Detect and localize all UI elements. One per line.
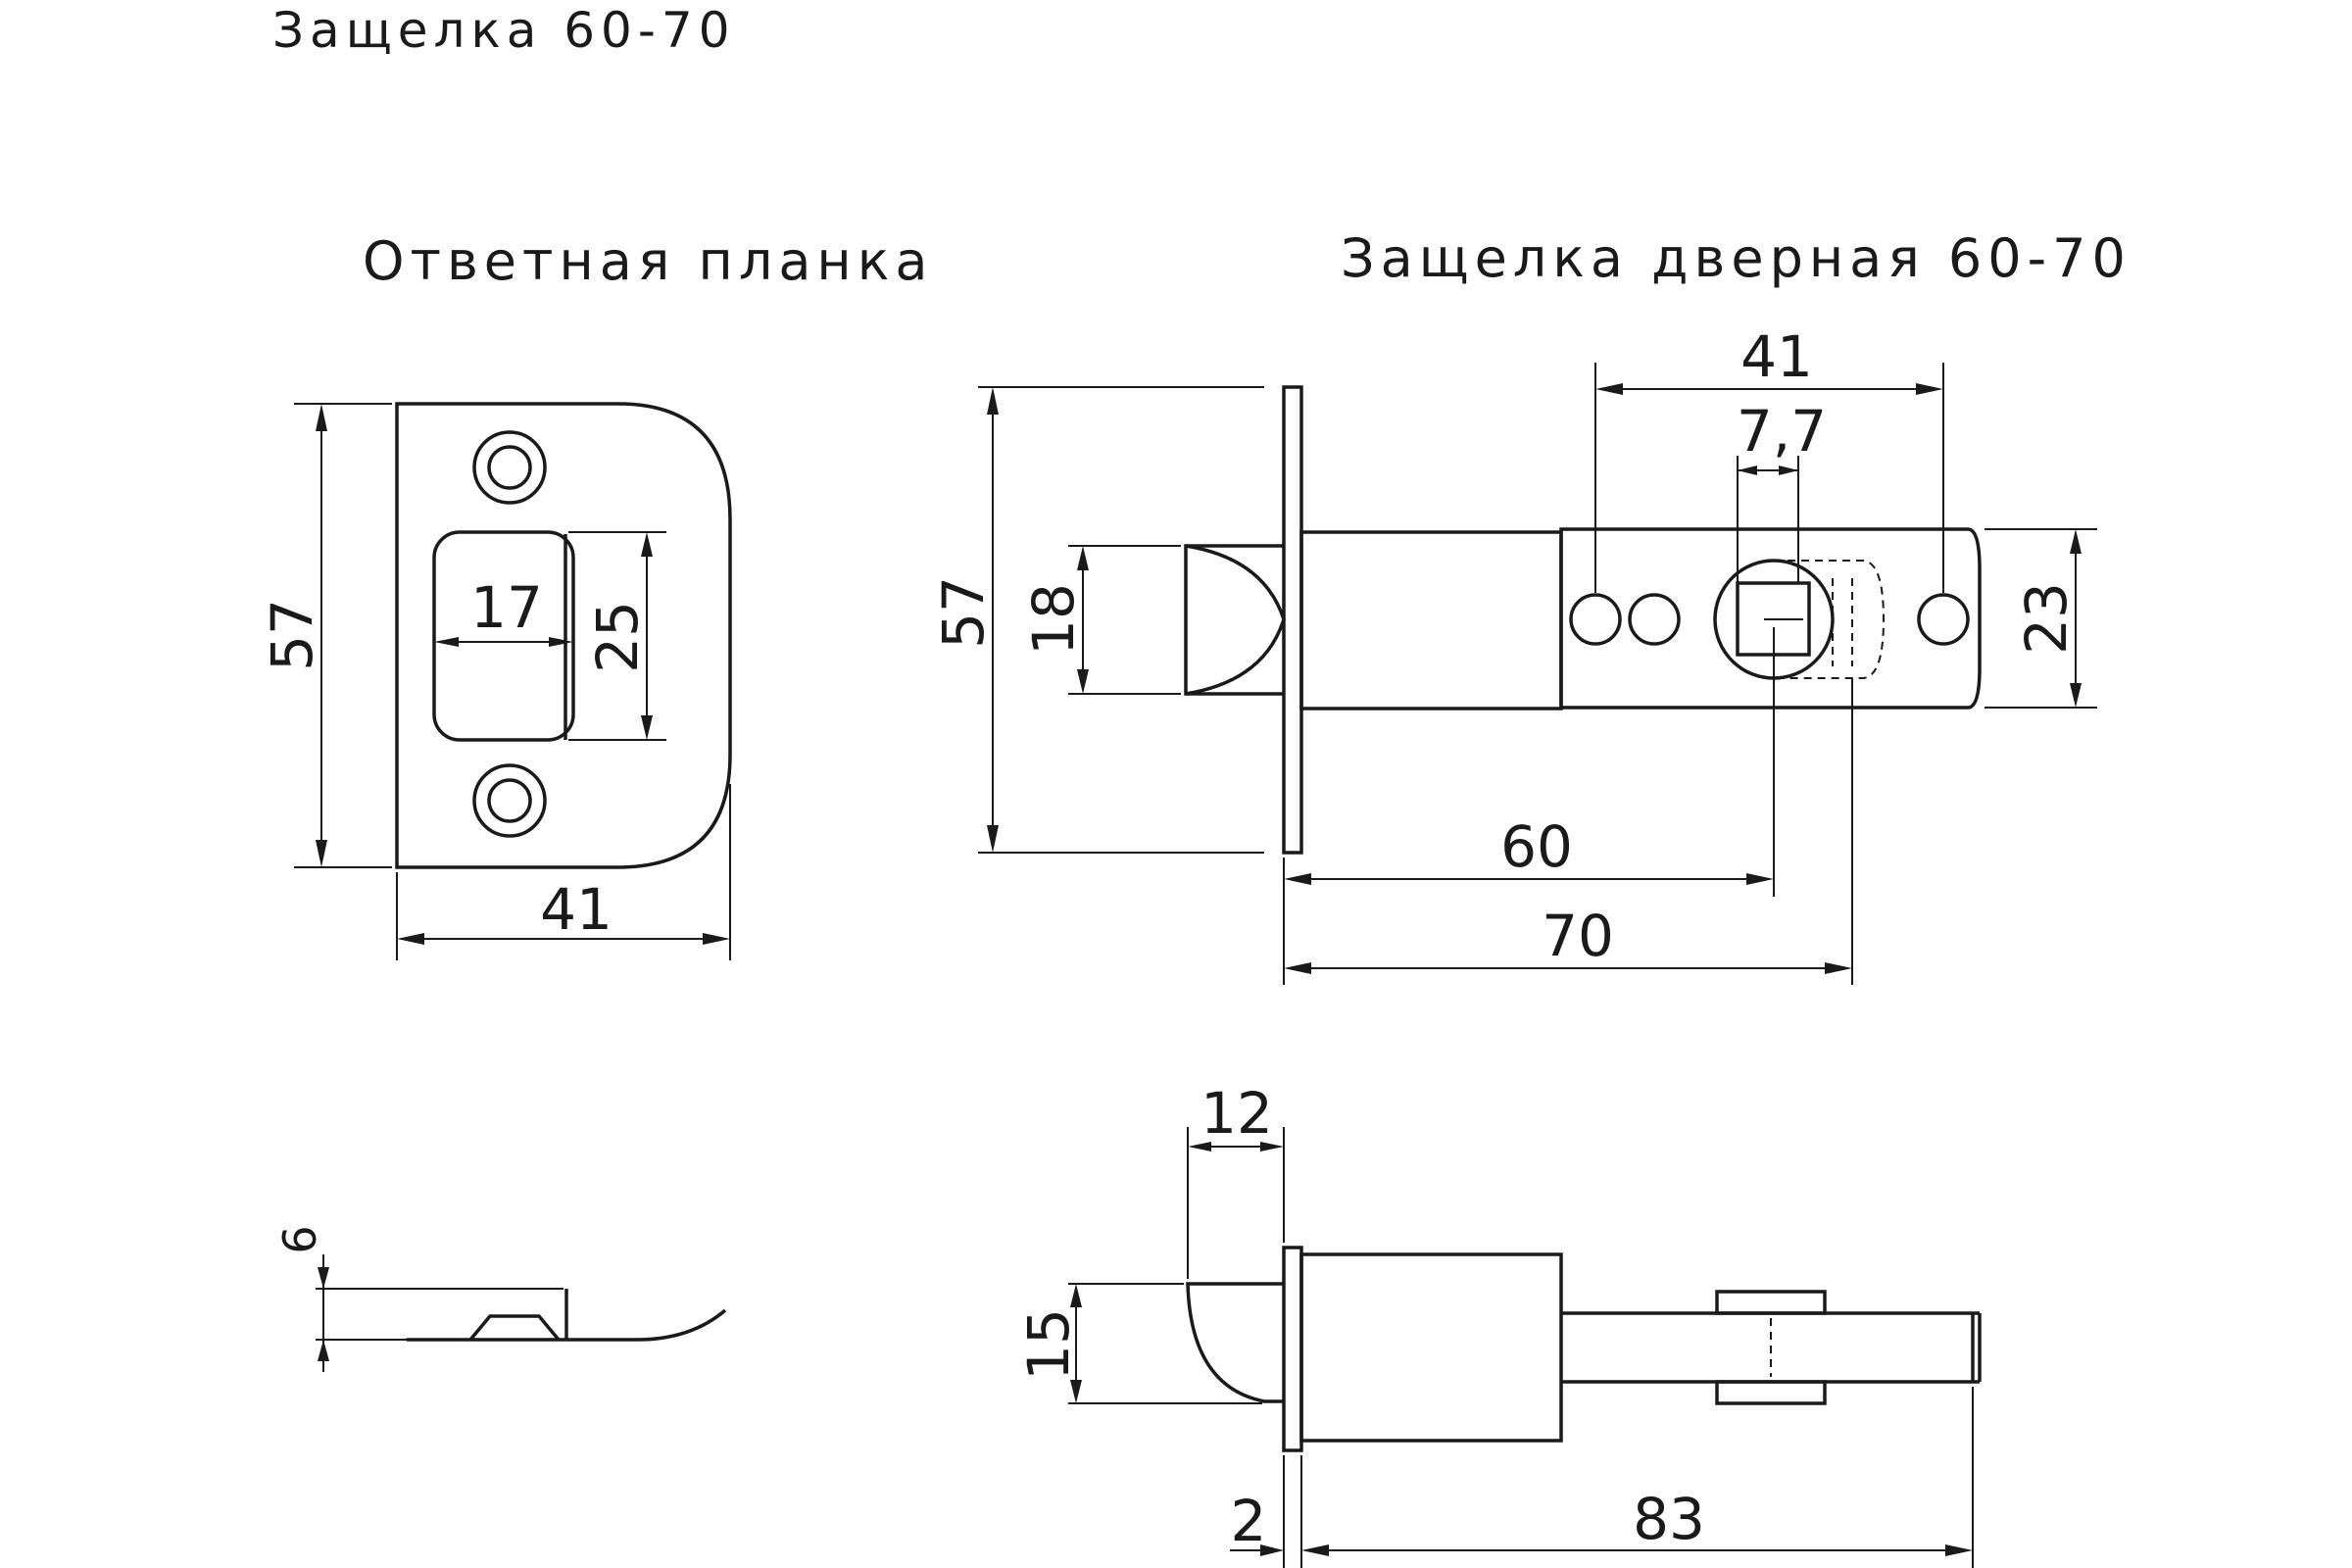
strike-width-label: 41 bbox=[540, 876, 612, 943]
latch-top-view: 57 18 41 7,7 23 60 bbox=[930, 323, 2097, 985]
strike-height-label: 57 bbox=[259, 599, 325, 671]
tongue-side-height-label: 15 bbox=[1015, 1308, 1082, 1381]
strike-plate-heading: Ответная планка bbox=[363, 230, 933, 292]
strike-thickness-label: 6 bbox=[273, 1225, 326, 1253]
latch-side-view: 12 15 2 83 bbox=[1015, 1080, 1982, 1568]
square-size-label: 7,7 bbox=[1737, 398, 1827, 465]
total-length-label: 83 bbox=[1633, 1486, 1705, 1552]
tongue-length-label: 12 bbox=[1200, 1080, 1273, 1147]
latch-heading: Защелка дверная 60-70 bbox=[1341, 227, 2132, 289]
main-title: Защелка 60-70 bbox=[272, 2, 736, 59]
tongue-height-label: 18 bbox=[1020, 583, 1087, 656]
slot-width-label: 17 bbox=[470, 574, 543, 641]
body-height-label: 23 bbox=[2013, 582, 2080, 655]
strike-plate-side: 6 bbox=[273, 1225, 727, 1372]
latch-plate-height-label: 57 bbox=[930, 576, 997, 649]
strike-plate-front: 57 41 17 25 bbox=[259, 402, 732, 960]
backset-70-label: 70 bbox=[1542, 903, 1614, 969]
backset-60-label: 60 bbox=[1500, 813, 1573, 880]
slot-height-label: 25 bbox=[584, 601, 651, 673]
back-length-label: 41 bbox=[1740, 323, 1813, 390]
plate-thickness-label: 2 bbox=[1231, 1488, 1267, 1554]
